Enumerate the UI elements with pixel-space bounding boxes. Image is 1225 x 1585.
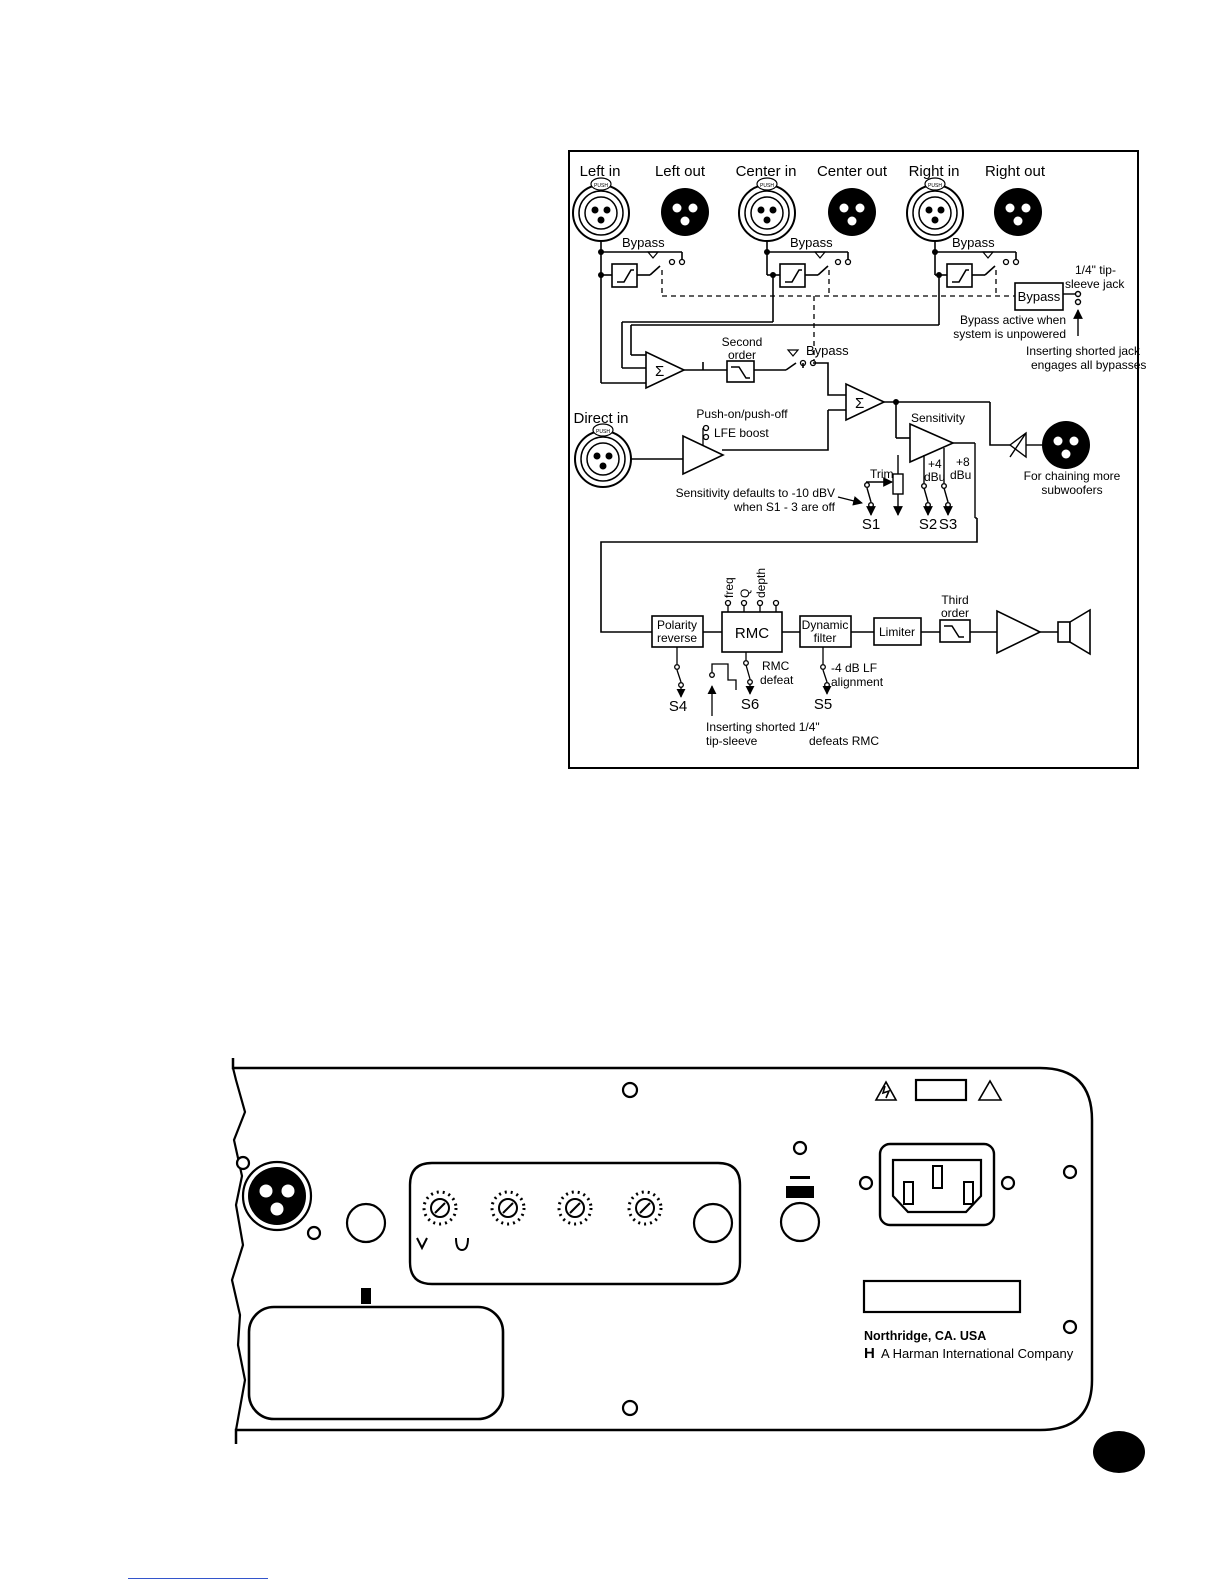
lfe-amp bbox=[682, 434, 725, 476]
bypass-control-lines bbox=[661, 270, 1015, 368]
power-amp bbox=[996, 609, 1042, 655]
s6-label: S6 bbox=[741, 696, 759, 713]
junction-dots bbox=[598, 249, 942, 405]
bypass-label-master: Bypass bbox=[806, 343, 849, 358]
s2-label: S2 bbox=[919, 516, 937, 533]
power-inlet bbox=[878, 1142, 996, 1227]
push-on-off-label: Push-on/push-off bbox=[696, 407, 788, 421]
lfe-boost-label: LFE boost bbox=[714, 426, 769, 440]
s4-label: S4 bbox=[669, 698, 687, 715]
bypass-box-label: Bypass bbox=[1018, 289, 1061, 304]
panel-screws bbox=[235, 1081, 1078, 1417]
dynamic-filter-box bbox=[799, 615, 852, 648]
rmc-q-label: Q bbox=[738, 589, 752, 598]
push-tab-label: PUSH bbox=[594, 183, 608, 189]
center-in-label: Center in bbox=[736, 163, 797, 180]
chain-out-connector bbox=[1042, 421, 1090, 469]
center-in-connector: PUSH bbox=[738, 177, 796, 242]
bypass-box bbox=[1014, 282, 1064, 311]
left-in-label: Left in bbox=[580, 163, 621, 180]
footer-rule bbox=[128, 1578, 268, 1579]
warning-symbols bbox=[874, 1078, 1003, 1102]
rmc-freq-label: freq bbox=[722, 577, 736, 598]
signal-flow-diagram: Left in Left out Center in Center out Ri… bbox=[568, 150, 1146, 769]
rmc-label: RMC bbox=[735, 625, 769, 642]
trim-label: Trim bbox=[870, 467, 894, 481]
inserting-shorted-quarter-note: Inserting shorted 1/4"tip-sleeve bbox=[706, 720, 820, 748]
rmc-box bbox=[721, 611, 783, 653]
panel-break-edge bbox=[230, 1067, 247, 1431]
jack-note: 1/4" tip-sleeve jack bbox=[1065, 263, 1125, 291]
push-tab-label: PUSH bbox=[596, 429, 610, 435]
manufacturer-city: Northridge, CA. USA bbox=[864, 1329, 986, 1343]
sensitivity-amp bbox=[909, 422, 955, 464]
panel-jack-2 bbox=[692, 1202, 734, 1244]
panel-knobs bbox=[422, 1190, 663, 1226]
right-out-connector bbox=[994, 188, 1042, 236]
power-switch bbox=[779, 1176, 821, 1243]
harman-company-text: A Harman International Company bbox=[881, 1346, 1074, 1361]
bypass-label-right: Bypass bbox=[952, 235, 995, 250]
direct-in-connector: PUSH bbox=[574, 423, 632, 488]
s1-label: S1 bbox=[862, 516, 880, 533]
serial-label-box bbox=[862, 1279, 1022, 1314]
cutout-panel bbox=[247, 1305, 505, 1421]
harman-logo: H bbox=[864, 1345, 875, 1362]
channel-wiring bbox=[600, 241, 1017, 384]
right-out-label: Right out bbox=[985, 163, 1046, 180]
sum-amp-1-symbol: Σ bbox=[655, 363, 664, 380]
panel-outline bbox=[231, 1058, 1094, 1444]
right-in-connector: PUSH bbox=[906, 177, 964, 242]
left-out-label: Left out bbox=[655, 163, 706, 180]
center-out-label: Center out bbox=[817, 163, 888, 180]
s3-label: S3 bbox=[939, 516, 957, 533]
sensitivity-label: Sensitivity bbox=[911, 411, 965, 425]
control-plate bbox=[408, 1161, 742, 1286]
panel-jack-1 bbox=[345, 1202, 387, 1244]
limiter-label: Limiter bbox=[879, 625, 915, 639]
left-out-connector bbox=[661, 188, 709, 236]
sum-amp-1 bbox=[645, 350, 686, 390]
left-in-connector: PUSH bbox=[572, 177, 630, 242]
speaker-icon bbox=[1040, 608, 1091, 656]
panel-xlr-connector bbox=[241, 1160, 313, 1232]
right-in-label: Right in bbox=[909, 163, 960, 180]
page-number-badge bbox=[1093, 1431, 1145, 1473]
sum-amp-2-symbol: Σ bbox=[855, 395, 864, 412]
push-tab-label: PUSH bbox=[760, 183, 774, 189]
bypass-label-center: Bypass bbox=[790, 235, 833, 250]
second-order-filter bbox=[726, 360, 755, 383]
s5-label: S5 bbox=[814, 696, 832, 713]
push-tab-label: PUSH bbox=[928, 183, 942, 189]
cutout-tab bbox=[361, 1288, 371, 1304]
bypass-label-left: Bypass bbox=[622, 235, 665, 250]
polarity-glyphs bbox=[416, 1237, 469, 1252]
switch-contacts bbox=[668, 258, 1020, 266]
defeats-rmc-label: defeats RMC bbox=[809, 734, 879, 748]
direct-in-label: Direct in bbox=[573, 410, 628, 427]
sum-amp-2 bbox=[845, 382, 886, 422]
rmc-depth-label: depth bbox=[754, 568, 768, 598]
center-out-connector bbox=[828, 188, 876, 236]
limiter-box bbox=[873, 617, 922, 646]
